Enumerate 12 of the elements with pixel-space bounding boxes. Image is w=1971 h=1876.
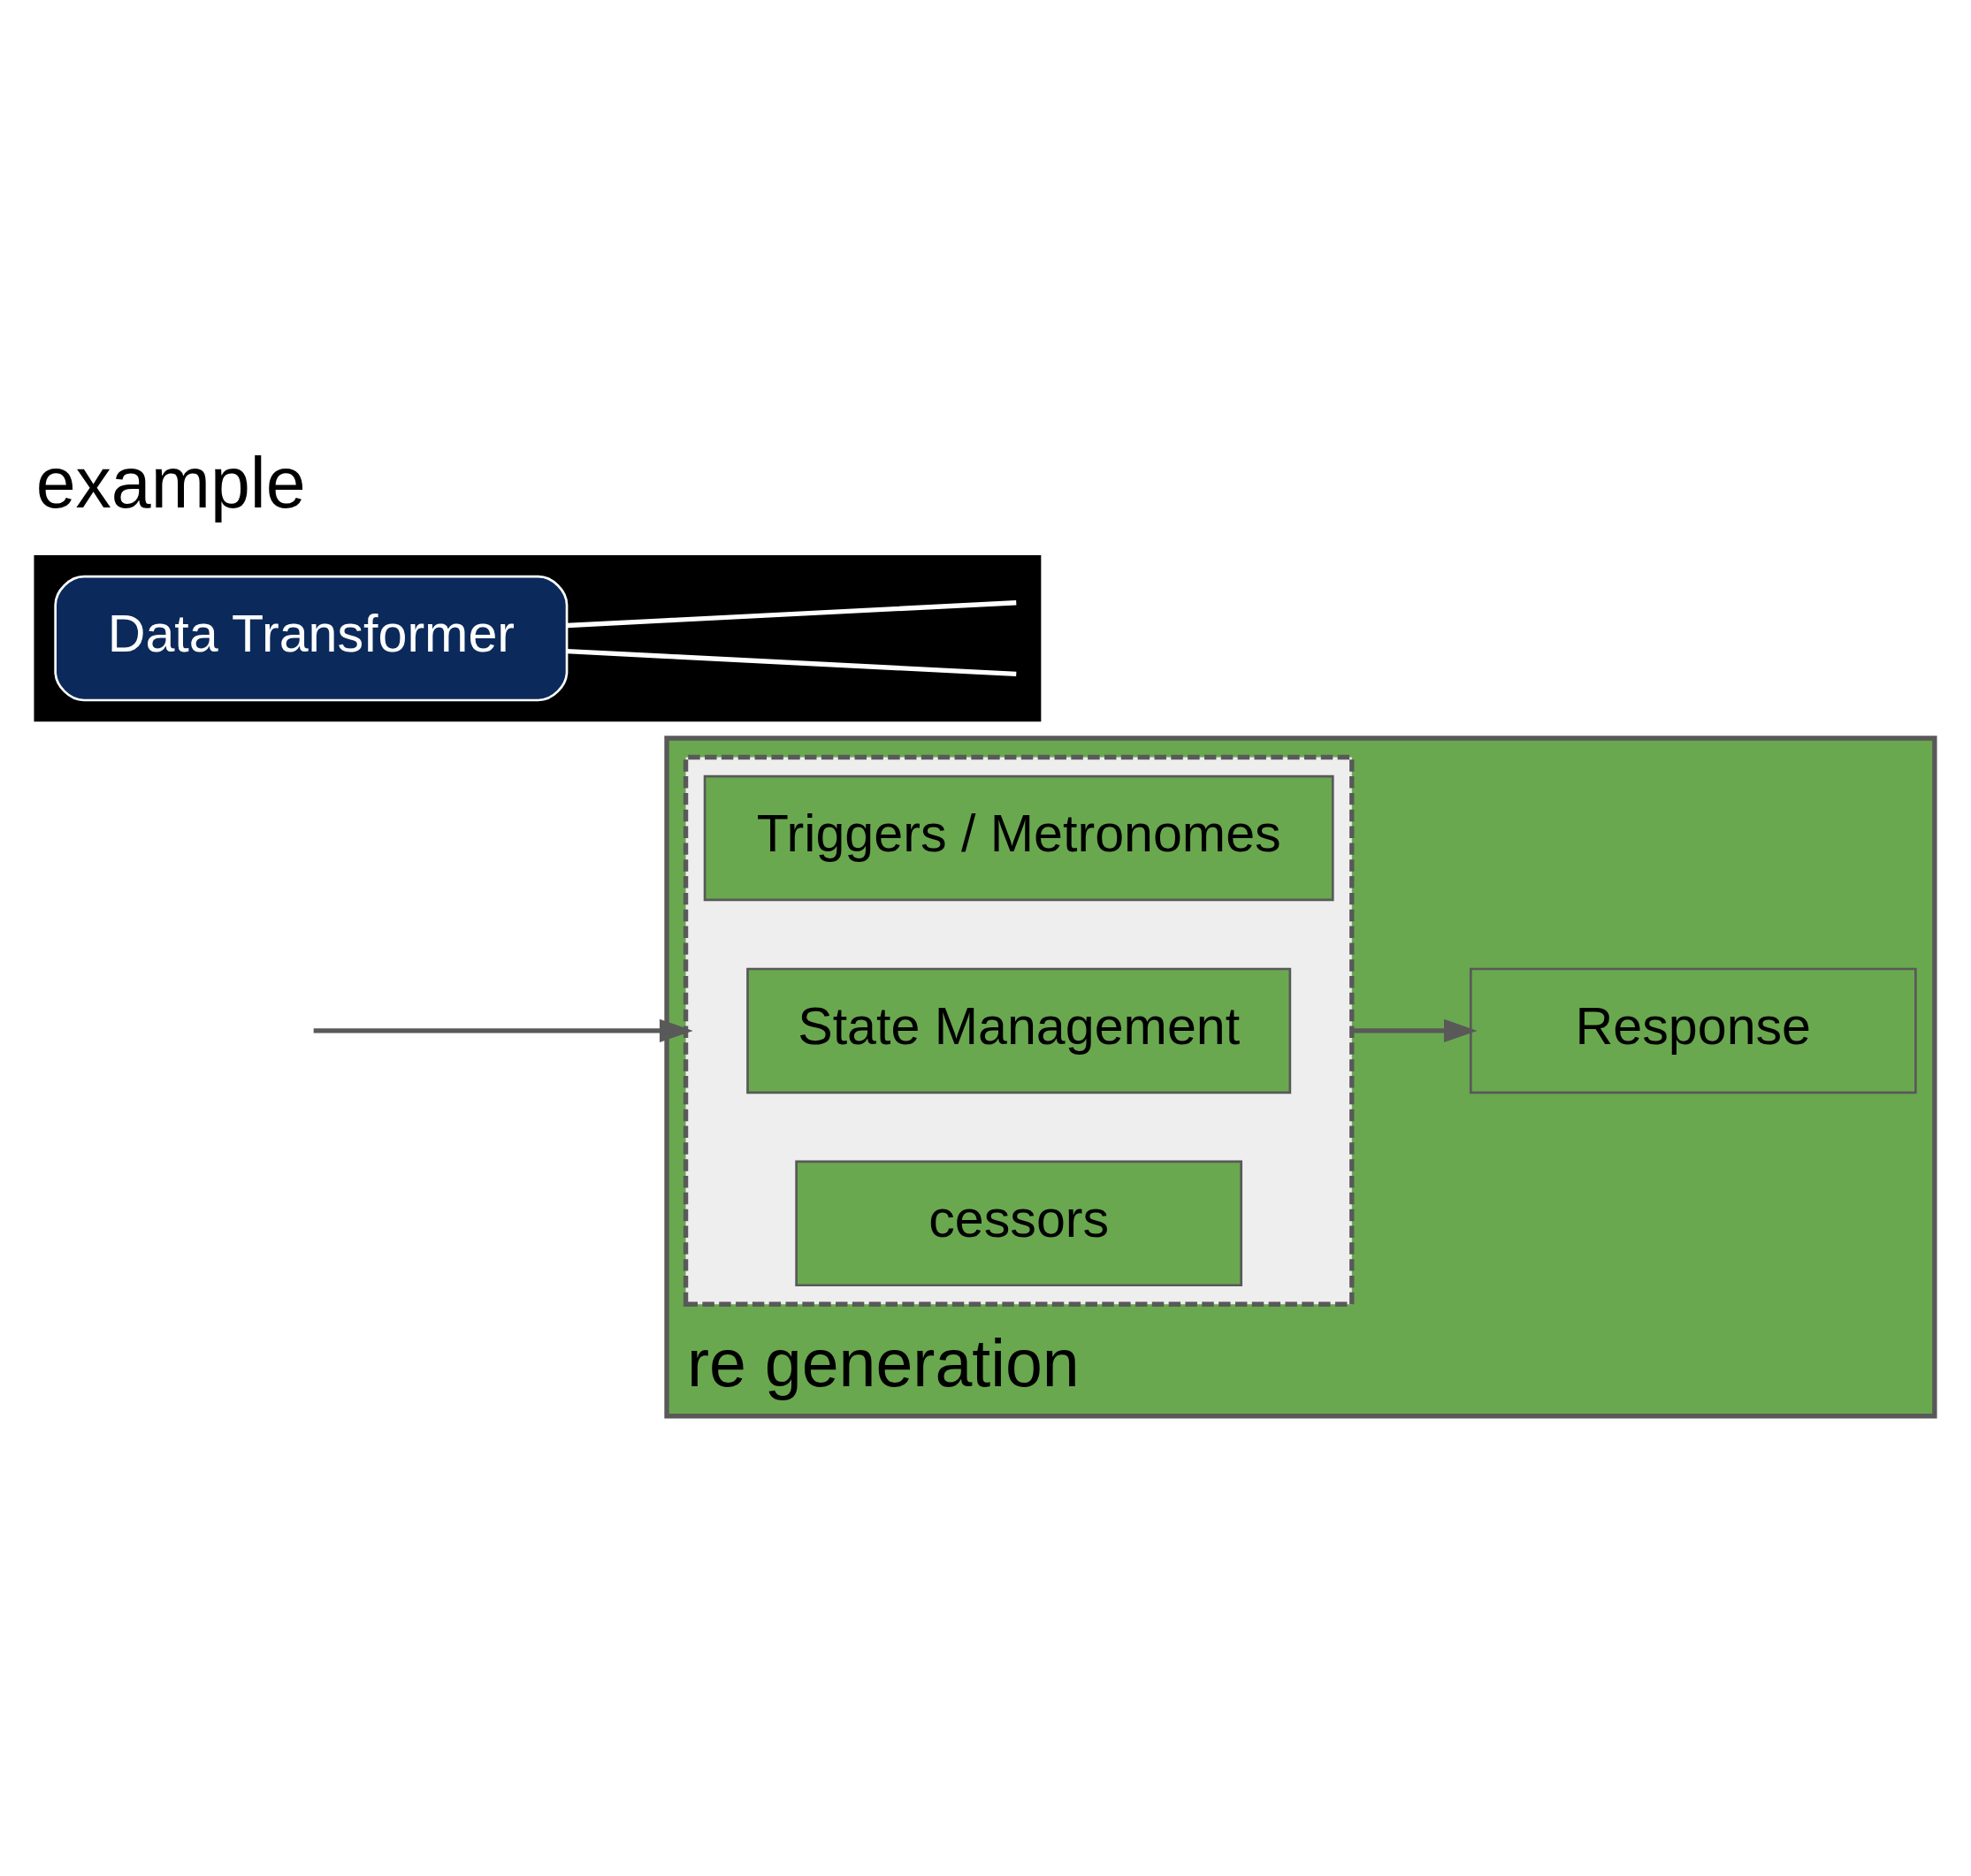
cluster — [683, 754, 1355, 1307]
node-box: State Management — [746, 967, 1292, 1094]
node-box: Triggers / Metronomes — [703, 774, 1334, 902]
node-box: Data Transformer — [54, 575, 569, 702]
arrow — [313, 1018, 693, 1043]
arrow — [1351, 1018, 1478, 1043]
node-box: Response — [1469, 967, 1917, 1094]
cluster — [34, 554, 1042, 722]
connector — [567, 648, 1017, 677]
node-box: cessors — [795, 1160, 1243, 1287]
connector — [567, 600, 1017, 629]
diagram-title: example — [35, 443, 306, 523]
